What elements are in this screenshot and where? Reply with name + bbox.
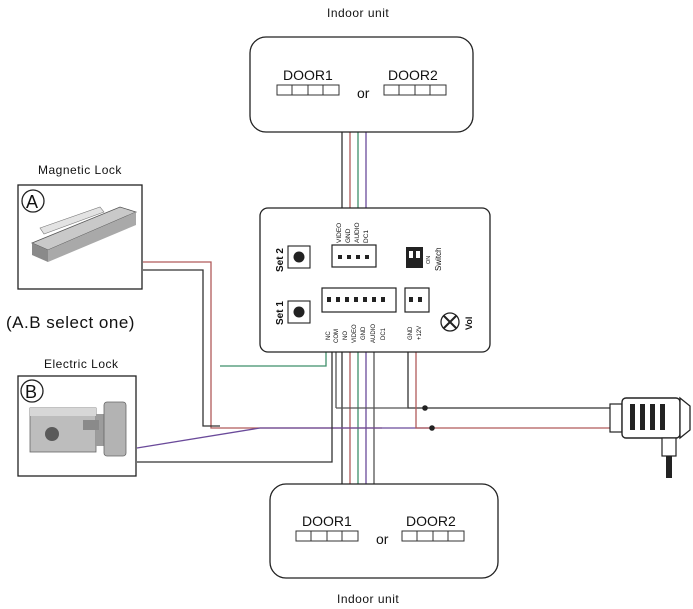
door2-connector-bottom: [401, 530, 465, 542]
magnetic-lock-icon: [30, 206, 138, 262]
term-pwr-12v: +12V: [417, 326, 423, 340]
dip-switch[interactable]: ON Switch: [406, 247, 443, 271]
magnetic-lock-panel: A: [17, 184, 143, 290]
door1-connector-top: [276, 84, 340, 96]
lock-b-letter: B: [25, 382, 37, 402]
outdoor-unit: VIDEO GND AUDIO DC1 Set 2 Set 1 ON Switc…: [259, 207, 491, 353]
term-bot-nc: NC: [326, 331, 332, 340]
term-top-audio: AUDIO: [354, 222, 361, 243]
indoor-unit-bottom-title: Indoor unit: [337, 592, 400, 606]
or-label-top: or: [357, 85, 370, 101]
term-bot-com: COM: [334, 329, 340, 343]
term-bot-video: VIDEO: [352, 324, 358, 343]
term-bot-audio: AUDIO: [371, 324, 377, 343]
bottom-terminal: NC COM NO VIDEO GND AUDIO DC1: [321, 287, 397, 343]
door1-label-bottom: DOOR1: [302, 513, 352, 529]
term-top-gnd: GND: [345, 228, 352, 243]
lock-a-letter: A: [26, 192, 38, 212]
top-terminal: VIDEO GND AUDIO DC1: [331, 222, 377, 268]
vol-label: Vol: [464, 317, 474, 330]
power-terminal: GND +12V: [404, 287, 430, 340]
switch-label: Switch: [434, 247, 443, 271]
or-label-bottom: or: [376, 531, 389, 547]
door1-connector-bottom: [295, 530, 359, 542]
term-bot-dc1: DC1: [381, 327, 387, 340]
indoor-unit-bottom: DOOR1 or DOOR2: [269, 483, 499, 579]
door2-label-top: DOOR2: [388, 67, 438, 83]
term-top-dc1: DC1: [363, 230, 370, 243]
term-top-video: VIDEO: [336, 223, 343, 243]
indoor-unit-top-title: Indoor unit: [327, 6, 390, 20]
volume-knob[interactable]: [440, 312, 460, 332]
term-bot-no: NO: [343, 331, 349, 340]
lock-b-badge: [20, 379, 44, 403]
electric-lock-panel: B: [17, 375, 137, 477]
set2-label: Set 2: [275, 248, 286, 272]
term-bot-gnd: GND: [361, 326, 367, 340]
term-pwr-gnd: GND: [408, 326, 414, 340]
set1-label: Set 1: [275, 301, 286, 325]
switch-on-label: ON: [426, 256, 432, 264]
door1-label-top: DOOR1: [283, 67, 333, 83]
electric-lock-icon: [29, 401, 127, 457]
power-plug-icon: [609, 396, 691, 478]
wires: [136, 132, 611, 484]
door2-label-bottom: DOOR2: [406, 513, 456, 529]
lock-select-note: (A.B select one): [6, 313, 135, 332]
lock-a-badge: [21, 189, 45, 213]
indoor-unit-top: DOOR1 or DOOR2: [249, 36, 474, 133]
magnetic-lock-title: Magnetic Lock: [38, 163, 122, 177]
door2-connector-top: [383, 84, 447, 96]
electric-lock-title: Electric Lock: [44, 357, 119, 371]
